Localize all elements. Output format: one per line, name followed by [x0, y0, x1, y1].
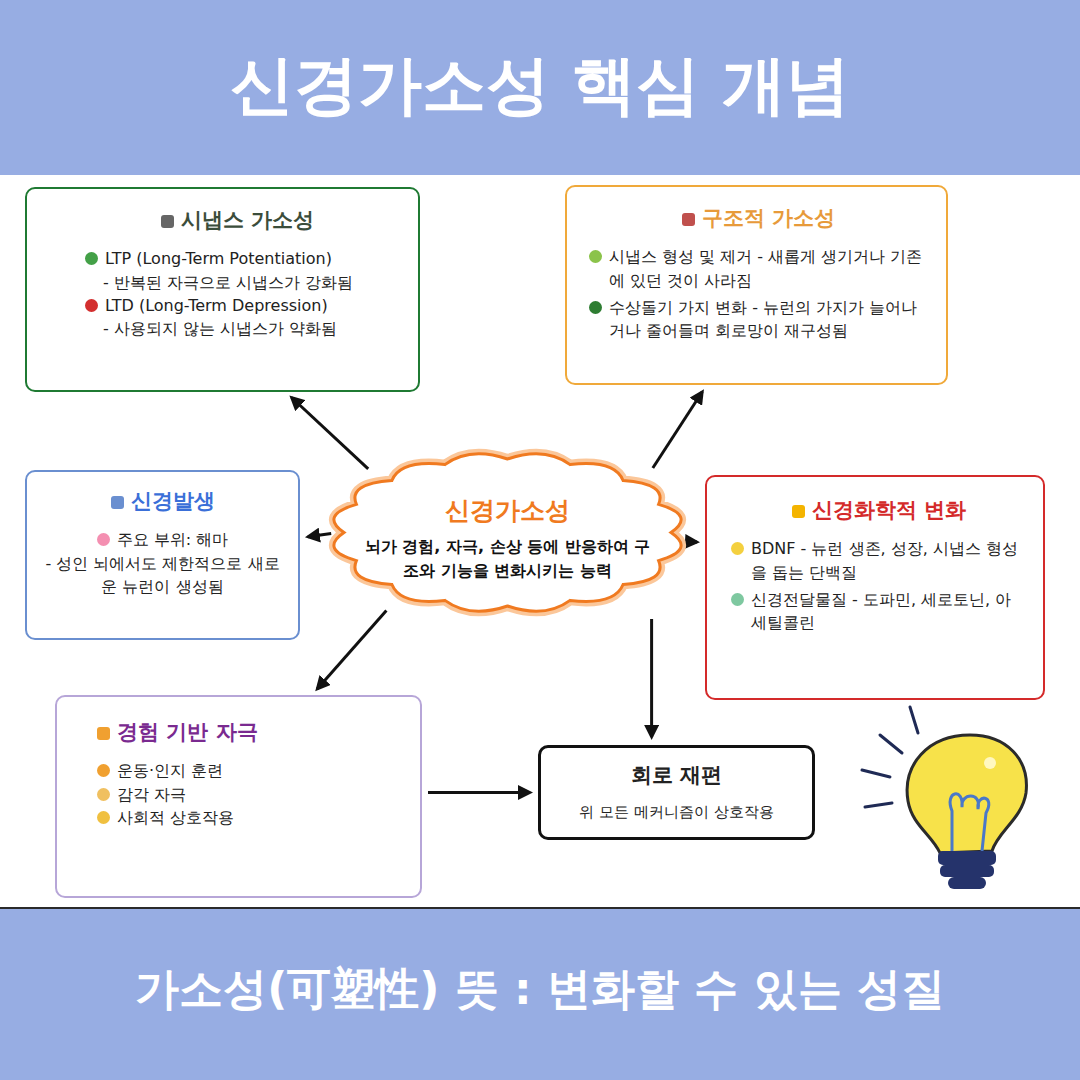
lightbulb-illustration [840, 695, 1070, 900]
bullet-icon [97, 811, 110, 824]
box-heading: 경험 기반 자극 [117, 720, 258, 744]
bullet-icon [731, 542, 744, 555]
text-line: 신경발생 [43, 486, 282, 516]
text-line: 회로 재편 [553, 760, 800, 790]
text-line: 사회적 상호작용 [97, 806, 400, 829]
arrow-connector [650, 619, 653, 737]
text-line: 위 모든 메커니즘이 상호작용 [553, 802, 800, 824]
box-body: - 사용되지 않는 시냅스가 약화됨 [103, 319, 337, 338]
text-line: - 반복된 자극으로 시냅스가 강화됨 [85, 271, 390, 294]
box-body: BDNF - 뉴런 생존, 성장, 시냅스 형성을 돕는 단백질 [751, 539, 1018, 581]
box-heading: 회로 재편 [631, 763, 722, 787]
box-body: LTD (Long-Term Depression) [105, 296, 328, 315]
text-line: - 사용되지 않는 시냅스가 약화됨 [85, 317, 390, 340]
arrow-connector [292, 398, 369, 469]
box-body: 주요 부위: 해마 [117, 530, 229, 549]
concept-box: 회로 재편위 모든 메커니즘이 상호작용 [538, 745, 815, 840]
text-line: 시냅스 형성 및 제거 - 새롭게 생기거나 기존에 있던 것이 사라짐 [589, 245, 928, 291]
bullet-icon [589, 250, 602, 263]
box-body: 뇌가 경험, 자극, 손상 등에 반응하여 구조와 기능을 변화시키는 능력 [365, 537, 651, 579]
bullet-icon [85, 252, 98, 265]
arrow-connector [428, 791, 530, 794]
text-line: 감각 자극 [97, 783, 400, 806]
bullet-icon [97, 788, 110, 801]
concept-box: 시냅스 가소성 LTP (Long-Term Potentiation) - 반복된… [25, 187, 420, 392]
box-body: - 성인 뇌에서도 제한적으로 새로운 뉴런이 생성됨 [45, 554, 279, 596]
box-heading: 구조적 가소성 [702, 206, 835, 230]
text-line: LTD (Long-Term Depression) [85, 294, 390, 317]
arrow-connector [687, 540, 697, 544]
box-heading: 신경발생 [131, 489, 215, 513]
box-body: 위 모든 메커니즘이 상호작용 [579, 803, 773, 821]
text-line: - 성인 뇌에서도 제한적으로 새로운 뉴런이 생성됨 [43, 552, 282, 598]
text-line: 신경가소성 [364, 493, 651, 529]
text-line: LTP (Long-Term Potentiation) [85, 247, 390, 270]
box-body: 수상돌기 가지 변화 - 뉴런의 가지가 늘어나거나 줄어들며 회로망이 재구성… [609, 298, 917, 340]
box-body: LTP (Long-Term Potentiation) [105, 249, 332, 268]
cloud-outline [330, 445, 685, 620]
concept-box: 신경발생주요 부위: 해마 - 성인 뇌에서도 제한적으로 새로운 뉴런이 생성됨 [25, 470, 300, 640]
text-line: 뇌가 경험, 자극, 손상 등에 반응하여 구조와 기능을 변화시키는 능력 [364, 535, 651, 581]
text-line: 수상돌기 가지 변화 - 뉴런의 가지가 늘어나거나 줄어들며 회로망이 재구성… [589, 296, 928, 342]
box-heading: 신경화학적 변화 [812, 498, 966, 522]
box-heading: 시냅스 가소성 [181, 208, 314, 232]
heading-icon [111, 496, 124, 509]
concept-cloud: 신경가소성뇌가 경험, 자극, 손상 등에 반응하여 구조와 기능을 변화시키는… [330, 445, 685, 620]
box-heading: 신경가소성 [445, 496, 570, 525]
box-body: 신경전달물질 - 도파민, 세로토닌, 아세틸콜린 [751, 590, 1011, 632]
concept-box: 신경화학적 변화 BDNF - 뉴런 생존, 성장, 시냅스 형성을 돕는 단백질… [705, 475, 1045, 700]
arrow-connector [317, 611, 386, 690]
box-body: 사회적 상호작용 [117, 808, 234, 827]
bullet-icon [589, 301, 602, 314]
bullet-icon [85, 299, 98, 312]
text-line: BDNF - 뉴런 생존, 성장, 시냅스 형성을 돕는 단백질 [731, 537, 1027, 583]
page-title: 신경가소성 핵심 개념 [0, 42, 1080, 129]
box-body: 운동·인지 훈련 [117, 761, 223, 780]
text-line: 경험 기반 자극 [97, 717, 400, 747]
page-caption: 가소성(可塑性) 뜻 : 변화할 수 있는 성질 [0, 960, 1080, 1019]
text-line: 신경전달물질 - 도파민, 세로토닌, 아세틸콜린 [731, 588, 1027, 634]
text-line: 신경화학적 변화 [731, 495, 1027, 525]
text-line: 구조적 가소성 [589, 203, 928, 233]
text-line: 운동·인지 훈련 [97, 759, 400, 782]
bullet-icon [97, 764, 110, 777]
concept-box: 경험 기반 자극운동·인지 훈련감각 자극사회적 상호작용 [55, 695, 422, 898]
box-body: - 반복된 자극으로 시냅스가 강화됨 [103, 273, 353, 292]
box-body: 감각 자극 [117, 785, 186, 804]
concept-box: 구조적 가소성시냅스 형성 및 제거 - 새롭게 생기거나 기존에 있던 것이 … [565, 185, 948, 385]
arrow-connector [653, 392, 703, 468]
text-line: 주요 부위: 해마 [43, 528, 282, 551]
heading-icon [792, 505, 805, 518]
heading-icon [97, 727, 110, 740]
bullet-icon [731, 593, 744, 606]
text-line: 시냅스 가소성 [85, 205, 390, 235]
bullet-icon [97, 533, 110, 546]
heading-icon [682, 213, 695, 226]
heading-icon [161, 215, 174, 228]
box-body: 시냅스 형성 및 제거 - 새롭게 생기거나 기존에 있던 것이 사라짐 [609, 247, 922, 289]
arrow-connector [308, 533, 331, 536]
